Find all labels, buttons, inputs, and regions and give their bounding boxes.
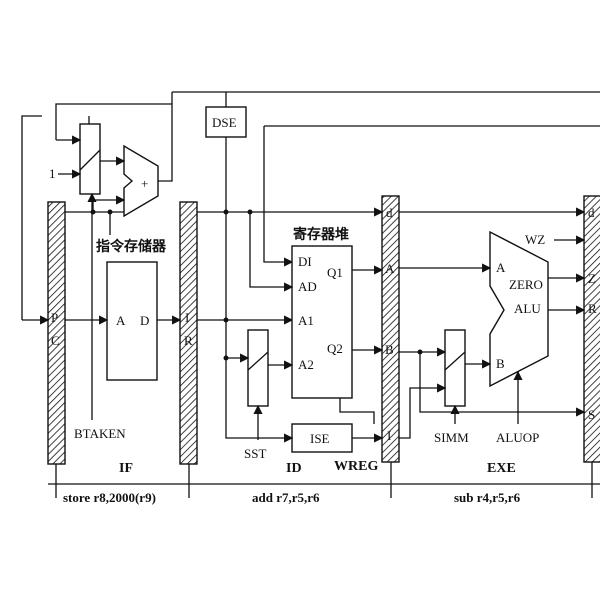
wreg-label-i: I [387, 428, 391, 443]
wreg-register [381, 195, 400, 463]
ise-block [291, 423, 353, 453]
rf-port-q1: Q1 [327, 265, 343, 280]
stage-exe-label: EXE [487, 461, 516, 476]
ise-label: ISE [310, 431, 330, 446]
if-instruction: store r8,2000(r9) [63, 490, 156, 505]
instr-mem-d-port: D [140, 313, 149, 328]
adder-plus-label: + [141, 176, 148, 191]
constant-one-label: 1 [49, 166, 56, 181]
pc-label-c: C [51, 333, 60, 348]
sst-label: SST [244, 446, 266, 461]
stage-if-label: IF [119, 461, 133, 476]
exe-label-s: S [588, 407, 595, 422]
dse-label: DSE [212, 115, 237, 130]
simm-label: SIMM [434, 430, 469, 445]
ir-label-r: R [184, 333, 193, 348]
btaken-label: BTAKEN [74, 426, 126, 441]
wreg-label-a: A [385, 261, 395, 276]
exe-label-z: Z [588, 271, 596, 286]
instruction-memory [106, 261, 158, 381]
exe-label-d: d [588, 205, 595, 220]
instr-mem-title: 指令存储器 [96, 238, 167, 255]
exe-label-r: R [588, 301, 597, 316]
rf-port-a1: A1 [298, 313, 314, 328]
regfile-title: 寄存器堆 [293, 226, 349, 243]
id-instruction: add r7,r5,r6 [252, 490, 320, 505]
stage-id-label: ID [286, 461, 302, 476]
rf-port-a2: A2 [298, 357, 314, 372]
alu-alu-label: ALU [514, 301, 541, 316]
wreg-label-b: B [385, 342, 394, 357]
dse-block [205, 106, 247, 138]
aluop-label: ALUOP [496, 430, 539, 445]
exe-register [583, 195, 600, 463]
instr-mem-a-port: A [116, 313, 126, 328]
ir-label-i: I [185, 310, 189, 325]
alu-port-b: B [496, 356, 505, 371]
alu-port-a: A [496, 260, 506, 275]
exe-instruction: sub r4,r5,r6 [454, 490, 521, 505]
alu-zero-label: ZERO [509, 277, 543, 292]
wreg-label-d: d [386, 205, 393, 220]
pc-mux [79, 123, 101, 195]
rf-port-di: DI [298, 254, 312, 269]
rf-port-q2: Q2 [327, 341, 343, 356]
stage-wreg-label: WREG [334, 459, 378, 474]
wz-label: WZ [525, 232, 545, 247]
register-file [291, 245, 353, 399]
pc-label-p: P [51, 310, 58, 325]
rf-port-ad: AD [298, 279, 317, 294]
